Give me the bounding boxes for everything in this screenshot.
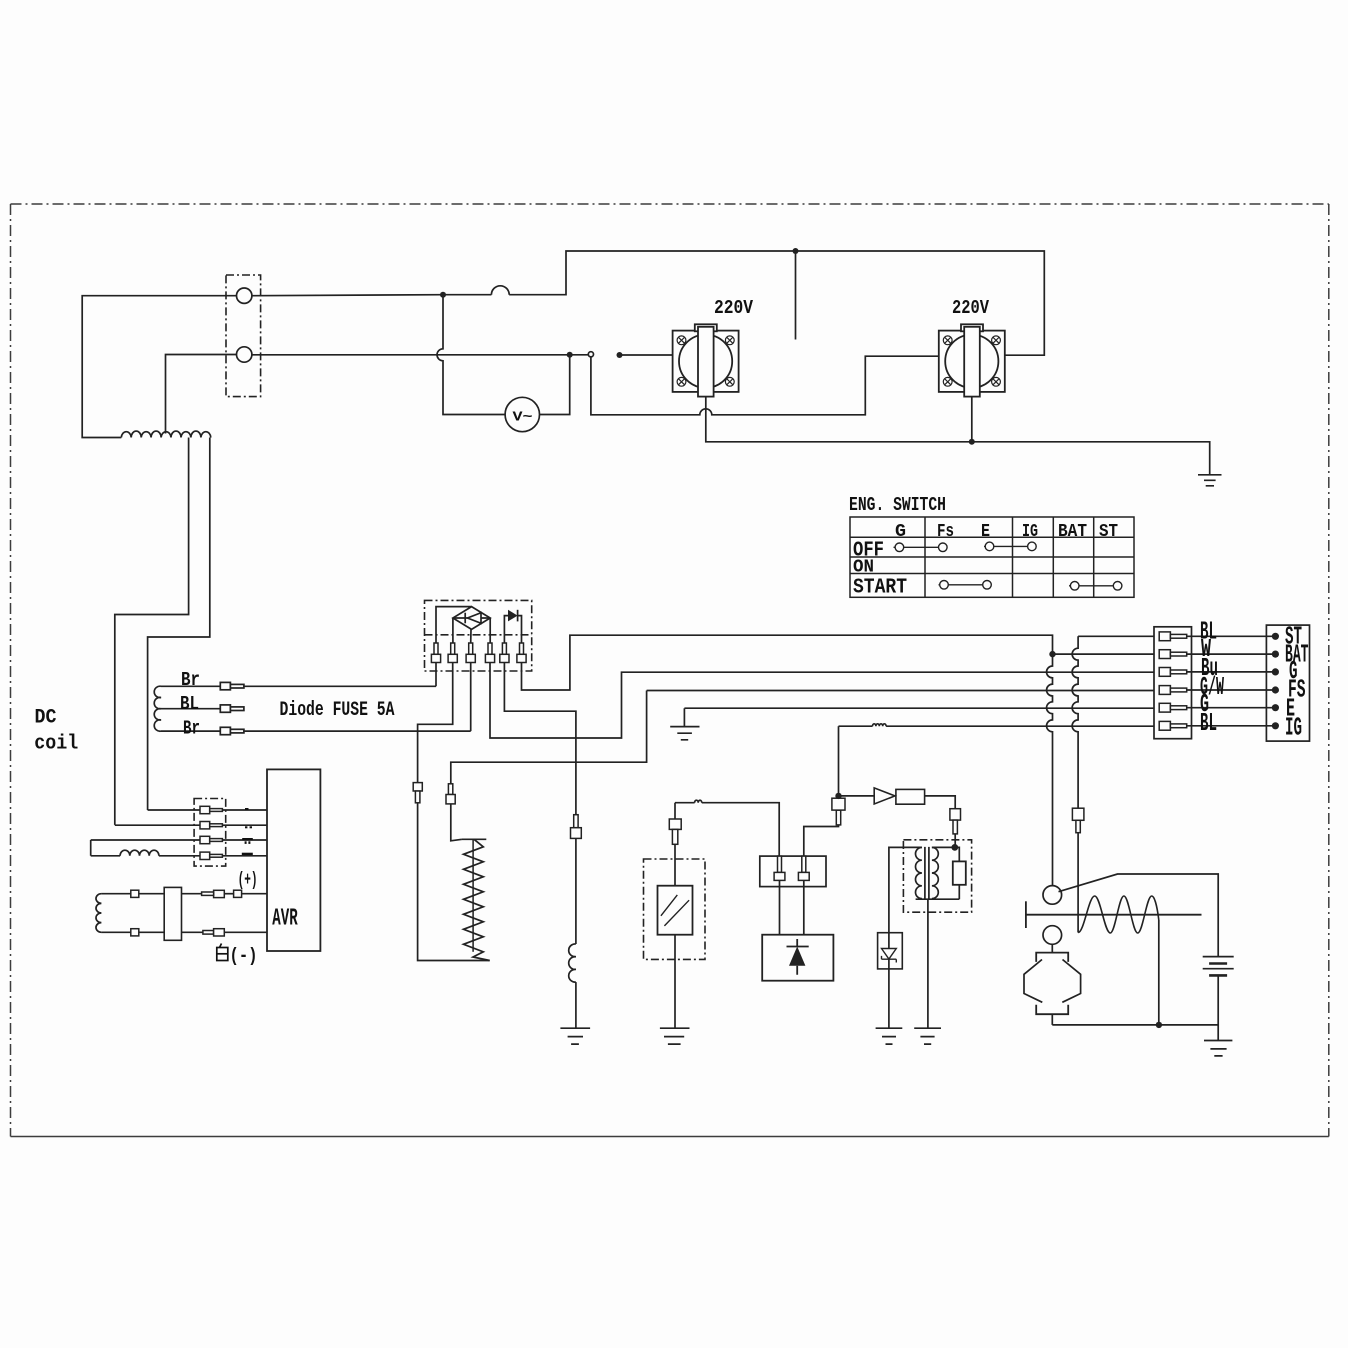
svg-text:BAT: BAT — [1285, 640, 1309, 670]
svg-text:G: G — [895, 522, 906, 542]
svg-text:OFF: OFF — [853, 539, 884, 562]
svg-text:Br: Br — [183, 717, 200, 739]
svg-text:BAT: BAT — [1058, 522, 1087, 542]
svg-text:ON: ON — [853, 558, 874, 578]
svg-text:(-): (-) — [230, 945, 258, 967]
svg-text:(+): (+) — [238, 869, 258, 891]
svg-text:220V: 220V — [714, 297, 754, 319]
svg-text:START: START — [853, 576, 907, 599]
svg-text:ENG. SWITCH: ENG. SWITCH — [849, 494, 946, 516]
svg-text:G/W: G/W — [1200, 672, 1224, 702]
svg-text:AVR: AVR — [272, 905, 298, 932]
svg-text:DC: DC — [35, 706, 57, 729]
svg-text:V~: V~ — [513, 410, 533, 425]
svg-text:Br: Br — [181, 669, 200, 691]
svg-text:E: E — [981, 522, 990, 542]
svg-text:W: W — [1201, 634, 1211, 664]
svg-text:FS: FS — [1288, 674, 1306, 704]
svg-text:G: G — [1200, 689, 1209, 719]
svg-text:BL: BL — [1200, 617, 1217, 647]
svg-text:220V: 220V — [952, 297, 989, 319]
svg-text:ST: ST — [1285, 622, 1302, 652]
svg-text:Bu: Bu — [1201, 653, 1218, 683]
svg-text:Fs: Fs — [937, 522, 954, 542]
svg-text:G: G — [1289, 656, 1298, 686]
svg-text:BL: BL — [1200, 708, 1217, 738]
svg-text:coil: coil — [34, 733, 78, 756]
svg-text:IG: IG — [1285, 712, 1302, 742]
svg-text:IG: IG — [1022, 522, 1038, 542]
svg-text:Diode FUSE 5A: Diode FUSE 5A — [280, 699, 395, 722]
svg-text:BL: BL — [180, 693, 199, 715]
svg-text:ST: ST — [1099, 522, 1118, 542]
svg-text:E: E — [1286, 694, 1295, 724]
